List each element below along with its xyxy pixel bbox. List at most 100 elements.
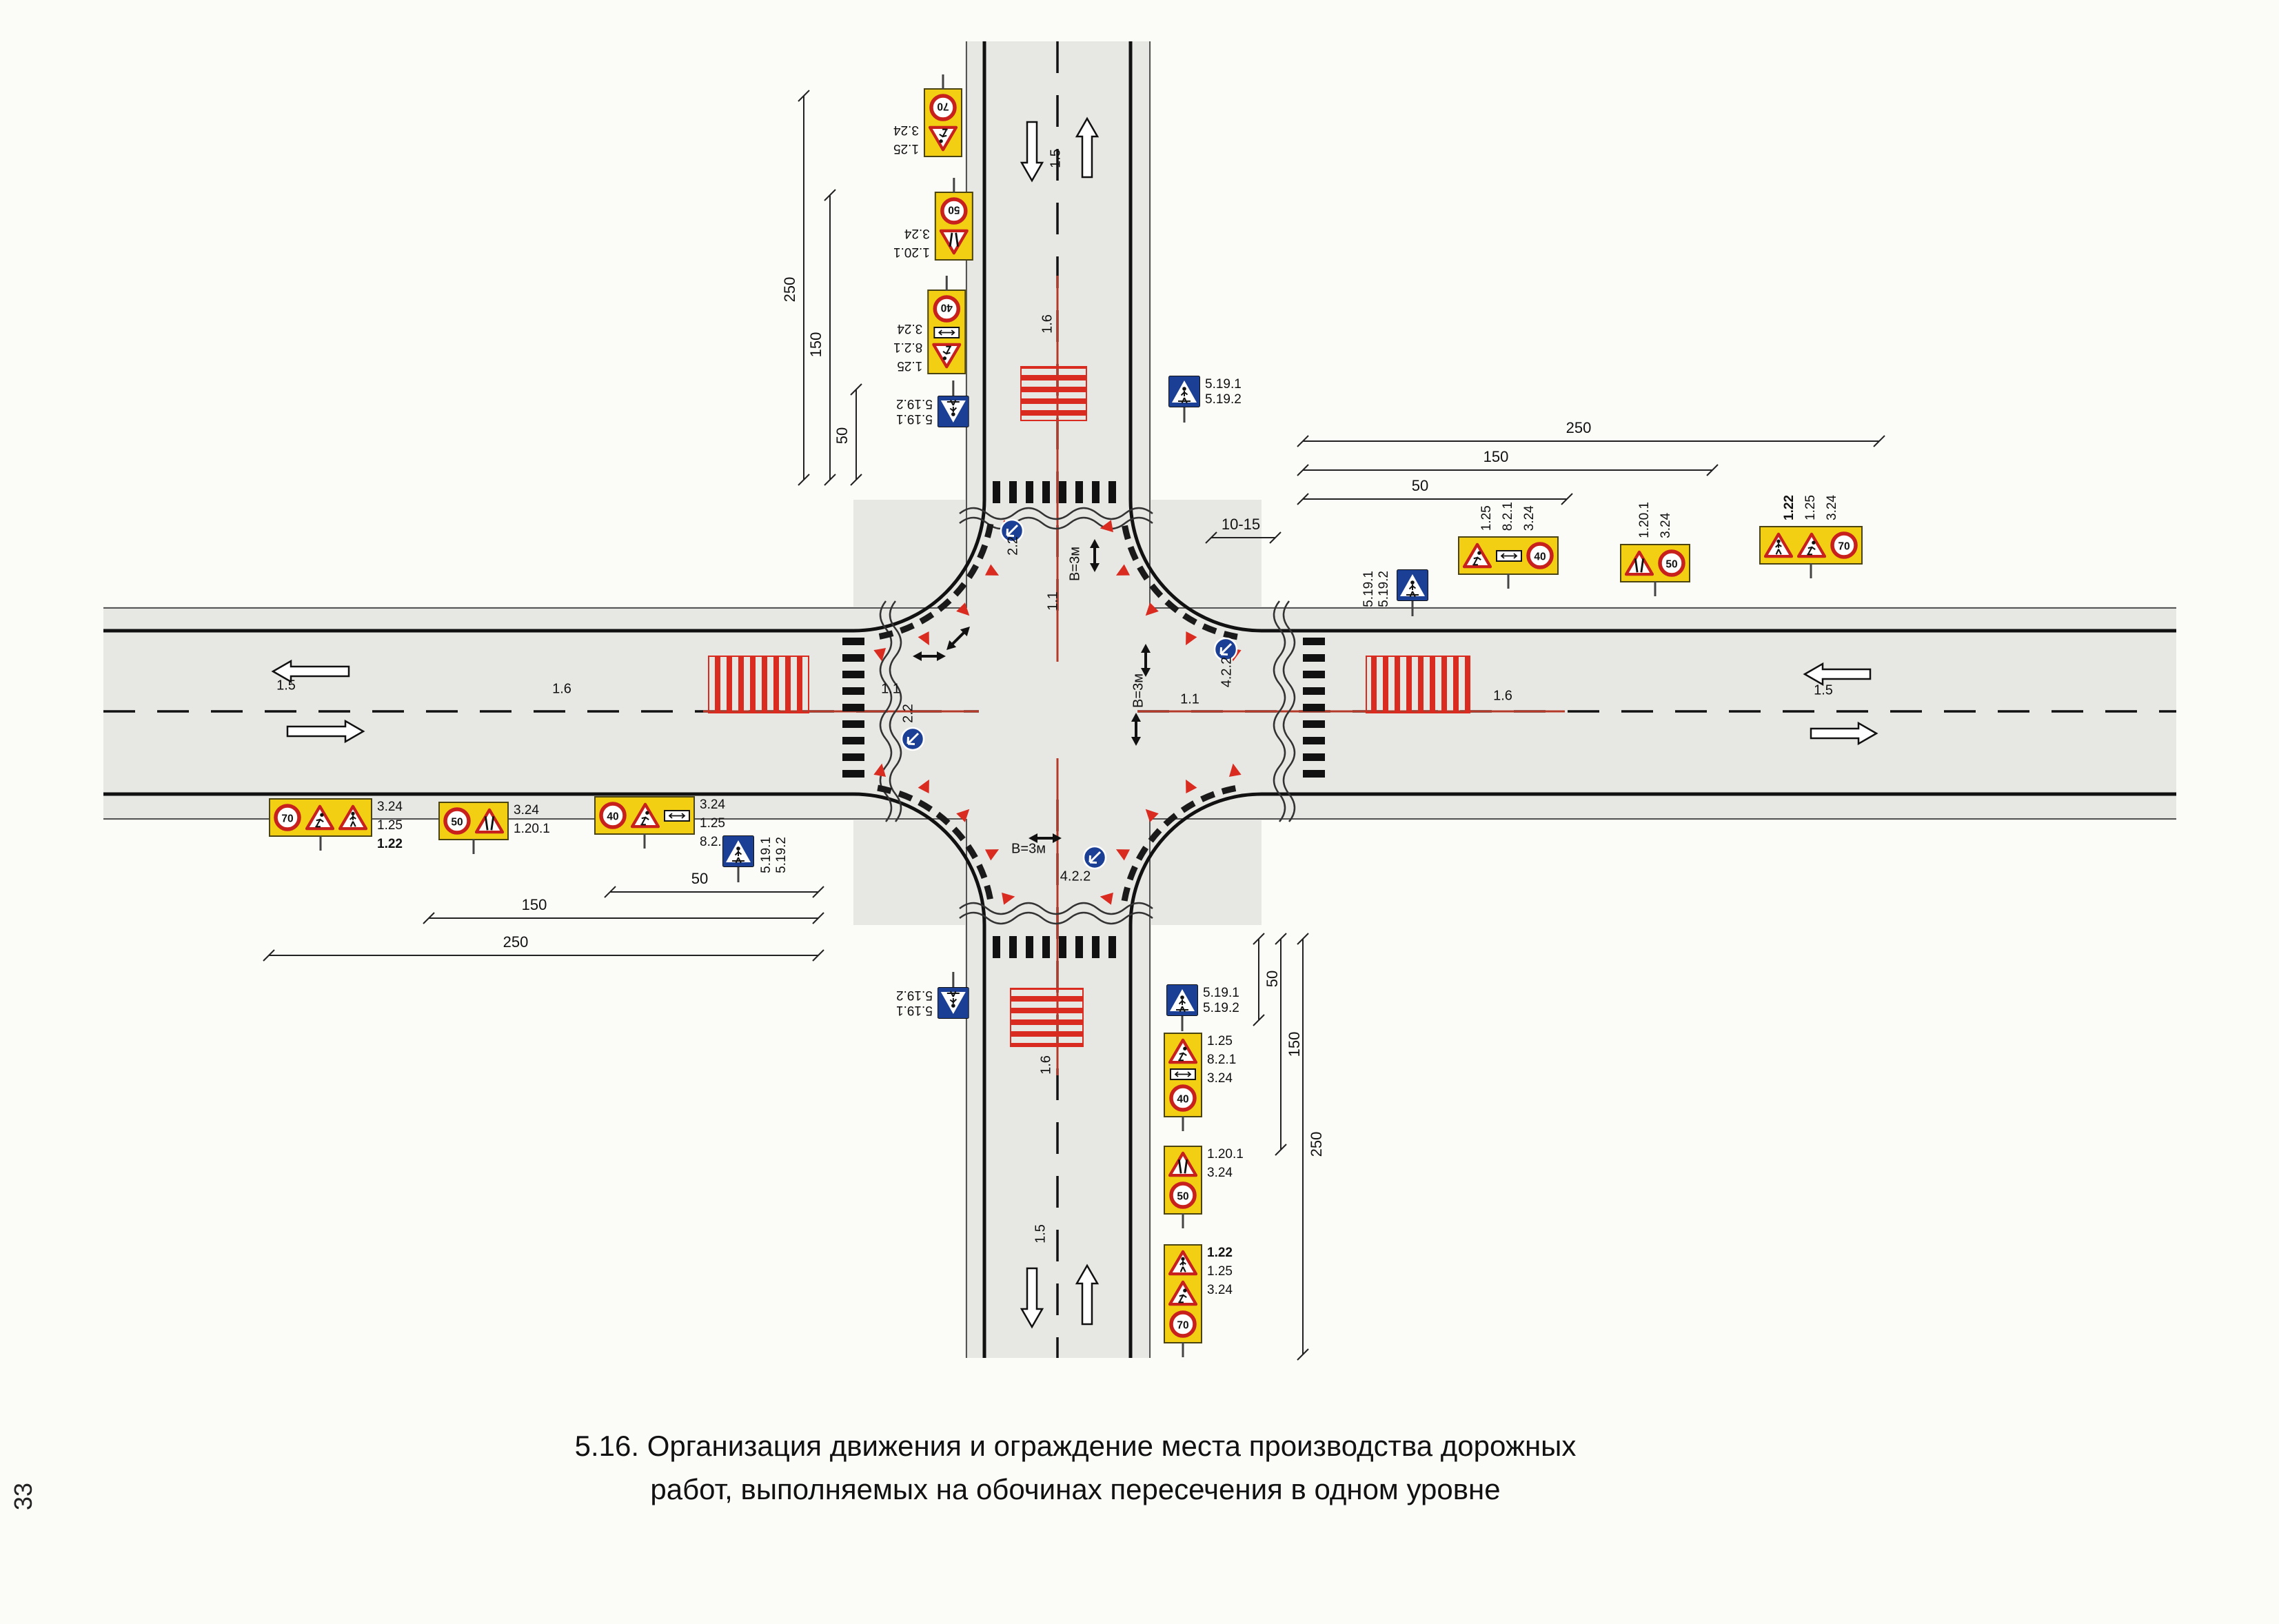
pedestrian-crossing-sign-icon	[1396, 569, 1428, 601]
speed-limit-sign-icon: 70	[274, 804, 301, 831]
sign-board: 70	[923, 88, 962, 157]
sign-code-labels: 5.19.1 5.19.2	[896, 987, 933, 1019]
dimension-label: 250	[1308, 1131, 1325, 1157]
road-narrows-sign-icon	[474, 808, 505, 834]
left-approach-ped: 5.19.1 5.19.2	[722, 835, 789, 873]
cone-triangle	[1100, 892, 1113, 905]
sign-board: 70	[1759, 525, 1863, 565]
top-approach-ped-right: 5.19.1 5.19.2	[1168, 376, 1242, 407]
marking-code-label: 1.5	[276, 678, 296, 693]
sign-board	[937, 396, 969, 427]
caption-line-2: работ, выполняемых на обочинах пересечен…	[650, 1473, 1501, 1505]
sign-code-label: 3.24	[377, 800, 403, 814]
cone-triangle	[1002, 892, 1015, 905]
dimension-label: 150	[1483, 448, 1509, 465]
sign-code-label: 1.20.1	[893, 245, 930, 259]
detour-sign-icon	[1000, 518, 1024, 543]
speed-limit-sign-icon: 70	[929, 94, 957, 121]
cone-triangle	[1186, 779, 1197, 794]
sign-code-label: 1.25	[700, 815, 725, 831]
svg-text:70: 70	[1177, 1320, 1188, 1332]
sign-code-label: 3.24	[700, 798, 725, 812]
dimension-label: 250	[503, 933, 529, 951]
svg-text:50: 50	[451, 817, 463, 829]
traffic-direction-arrow	[1075, 1263, 1100, 1326]
sign-board: 40	[1458, 536, 1559, 576]
sign-code-label: 1.20.1	[1207, 1147, 1244, 1161]
svg-text:50: 50	[1665, 558, 1677, 570]
marking-code-label: 1.6	[1493, 688, 1512, 704]
sign-code-label: 8.2.1	[1501, 502, 1516, 531]
caption-line-1: 5.16. Организация движения и ограждение …	[574, 1430, 1577, 1462]
cone-triangle	[1145, 809, 1159, 822]
sign-code-label: 5.19.1 5.19.2	[1205, 377, 1242, 407]
sign-code-label: 1.22	[377, 836, 403, 851]
right-approach-sign-50: 1.20.1 3.24 50	[1620, 500, 1690, 582]
marking-code-label: 1.5	[1814, 682, 1833, 698]
sign-code-label: 3.24	[514, 803, 539, 818]
work-zone-right	[1366, 656, 1470, 713]
svg-text:40: 40	[941, 302, 953, 314]
sign-board: 70	[1164, 1244, 1202, 1343]
traffic-direction-arrow	[1020, 1267, 1044, 1329]
road-narrows-sign-icon	[1624, 550, 1654, 576]
dimension-line	[1275, 933, 1287, 1156]
traffic-direction-arrow	[1075, 116, 1100, 179]
cone-triangle	[918, 631, 929, 646]
road-works-sign-icon	[932, 343, 962, 369]
road-works-sign-icon	[1462, 542, 1492, 569]
marking-code-label: В=3м	[1067, 547, 1083, 581]
marking-code-label: 1.5	[1033, 1224, 1049, 1244]
speed-limit-sign-icon: 40	[1169, 1084, 1197, 1112]
road-works-sign-icon	[1168, 1280, 1198, 1306]
pedestrian-warning-sign-icon	[1763, 532, 1794, 558]
road-works-sign-icon	[630, 802, 660, 829]
speed-limit-sign-icon: 50	[1169, 1181, 1197, 1209]
dimension-line	[1205, 531, 1282, 544]
sign-board	[937, 987, 969, 1019]
distance-plate-icon	[1496, 549, 1522, 562]
sign-code-labels: 5.19.1 5.19.2	[1205, 376, 1242, 407]
marking-code-label: 1.1	[1045, 591, 1061, 611]
road-works-sign-icon	[305, 804, 335, 831]
sign-code-label: 1.22	[1782, 495, 1797, 520]
dimension-line	[824, 189, 836, 486]
sign-code-label: 3.24	[897, 321, 923, 336]
cone-triangle	[1145, 602, 1159, 616]
sign-code-label: 5.19.1 5.19.2	[896, 988, 933, 1017]
sign-code-label: 3.24	[1658, 512, 1673, 538]
detour-sign-icon	[1213, 637, 1238, 662]
sign-code-label: 3.24	[904, 226, 930, 241]
sign-code-labels: 1.20.1 3.24	[1637, 500, 1674, 538]
sign-code-labels: 5.19.1 5.19.2	[1361, 569, 1392, 607]
sign-board: 70	[269, 798, 372, 837]
top-approach-ped-left: 5.19.1 5.19.2	[896, 396, 969, 427]
distance-plate-icon	[1170, 1068, 1196, 1080]
traffic-direction-arrow	[271, 659, 350, 684]
cone-triangle	[1100, 520, 1113, 533]
sign-board: 50	[934, 192, 973, 261]
pedestrian-warning-sign-icon	[1168, 1250, 1198, 1276]
pedestrian-crossing-sign-icon	[937, 396, 969, 427]
road-works-sign-icon	[928, 125, 958, 152]
width-double-arrow	[1090, 539, 1100, 572]
marking-code-label: 1.1	[881, 681, 900, 697]
dimension-line	[798, 90, 810, 486]
marking-code-label: В=3м	[1011, 841, 1046, 857]
sign-code-label: 1.20.1	[1637, 502, 1652, 538]
detour-sign-icon	[900, 727, 925, 751]
cone-triangle	[1186, 631, 1197, 646]
sign-board	[1396, 569, 1428, 601]
page-number: 33	[9, 1482, 38, 1511]
marking-code-label: 1.6	[1038, 1055, 1054, 1075]
traffic-direction-arrow	[1810, 721, 1878, 746]
sign-board: 50	[1620, 543, 1690, 582]
